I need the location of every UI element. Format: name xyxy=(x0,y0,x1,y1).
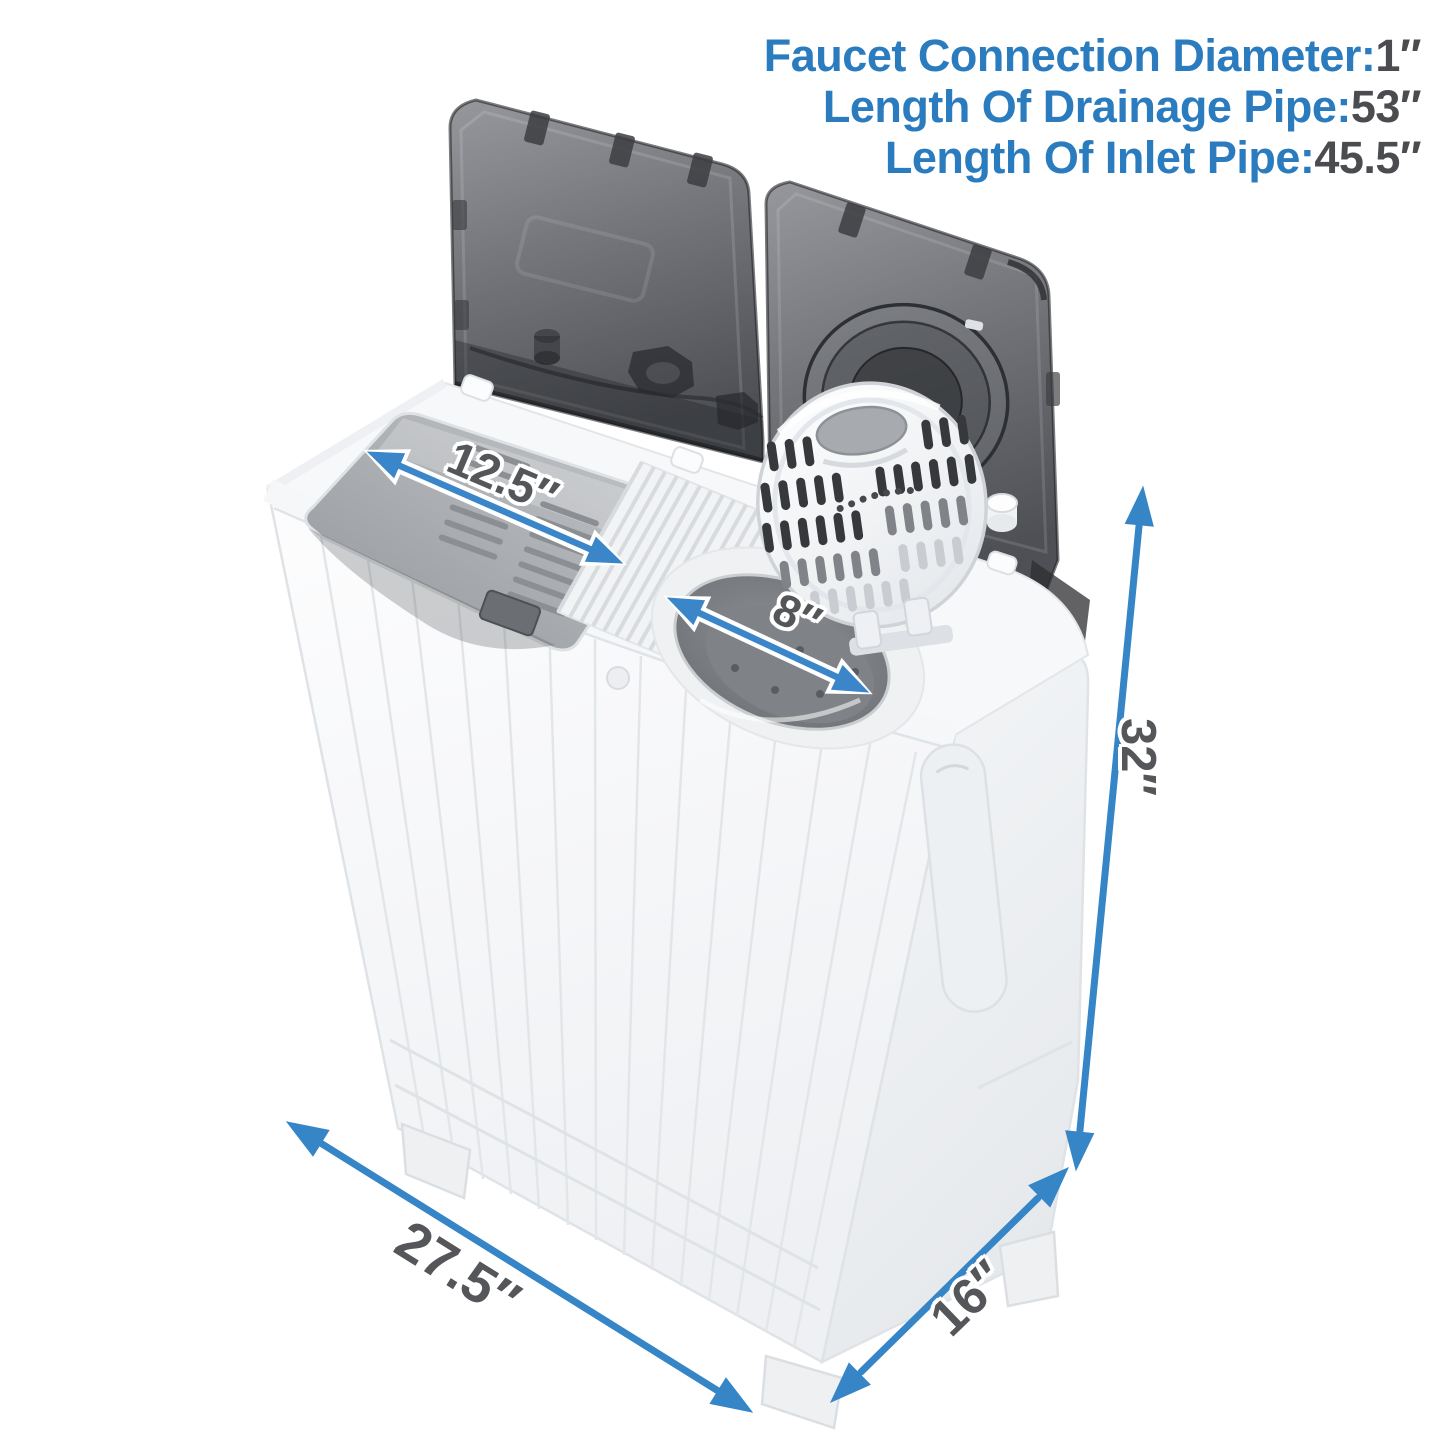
spec-line-inlet: Length Of Inlet Pipe:45.5″ xyxy=(764,132,1422,183)
spec-line-drainage: Length Of Drainage Pipe:53″ xyxy=(764,81,1422,132)
wash-tub-lid xyxy=(448,98,765,464)
arrow-wash-tub-width xyxy=(363,449,627,566)
water-port xyxy=(986,493,1018,532)
dim-label-height: 32″ xyxy=(1111,718,1165,796)
spin-tub-cover xyxy=(756,381,988,656)
front-panel-ribs xyxy=(319,535,918,1348)
deck-indent xyxy=(606,666,630,690)
cover-handle-cutout xyxy=(815,405,908,468)
arrow-spin-tub-width xyxy=(663,595,873,695)
feet xyxy=(400,1122,1060,1430)
hinge-clips xyxy=(460,374,1018,576)
spec-value: 45.5″ xyxy=(1314,132,1421,183)
cover-dot-holes xyxy=(836,487,914,512)
side-handle-recess xyxy=(919,743,1008,1013)
spec-label: Faucet Connection Diameter: xyxy=(763,30,1376,81)
lid-hook-tabs xyxy=(452,110,713,330)
base-seams xyxy=(389,1038,1073,1312)
spec-line-faucet: Faucet Connection Diameter:1″ xyxy=(763,30,1422,81)
spec-label: Length Of Drainage Pipe: xyxy=(822,81,1352,132)
tub-fitting xyxy=(478,589,542,637)
arrow-depth xyxy=(829,1167,1070,1403)
spec-value: 53″ xyxy=(1350,81,1422,132)
cover-hinge xyxy=(849,596,954,656)
cover-vent-slots xyxy=(760,414,977,617)
inlet-ports xyxy=(469,329,764,430)
lid-hook-tabs-right xyxy=(838,202,1060,406)
arrow-width xyxy=(285,1121,754,1413)
arrow-height xyxy=(1065,485,1154,1172)
spec-label: Length Of Inlet Pipe: xyxy=(884,132,1315,183)
spec-value: 1″ xyxy=(1375,30,1421,81)
spec-panel: Faucet Connection Diameter:1″ Length Of … xyxy=(763,30,1422,183)
